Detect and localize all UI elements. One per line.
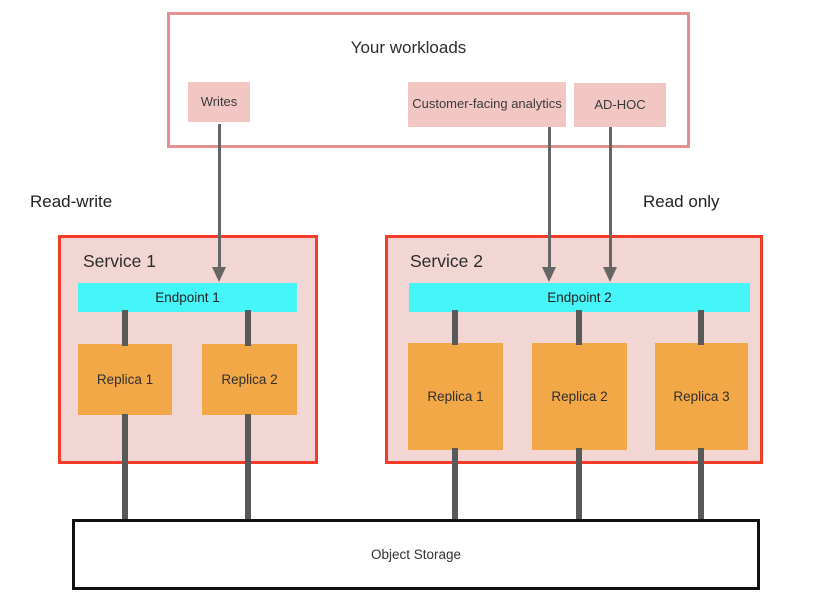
service-1-endpoint: Endpoint 1 — [78, 283, 297, 312]
service-1-replica-2: Replica 2 — [202, 344, 297, 415]
service-2-endpoint: Endpoint 2 — [409, 283, 750, 312]
read-write-label: Read-write — [30, 192, 113, 211]
arrow-analytics-to-endpoint2-line — [548, 127, 551, 269]
service-1-replica-1: Replica 1 — [78, 344, 172, 415]
read-only-label: Read only — [643, 192, 720, 211]
connector-endpoint2-replica2 — [576, 310, 582, 345]
workloads-box: Your workloads Writes Customer-facing an… — [167, 12, 690, 148]
connector-endpoint2-replica1 — [452, 310, 458, 345]
workload-chip-writes: Writes — [188, 82, 250, 122]
workload-chip-ad-hoc: AD-HOC — [574, 83, 666, 127]
arrow-adhoc-to-endpoint2-head — [603, 267, 617, 282]
object-storage-box: Object Storage — [72, 519, 760, 590]
arrow-writes-to-endpoint1-head — [212, 267, 226, 282]
service-1-box: Service 1 Endpoint 1 Replica 1 Replica 2 — [58, 235, 318, 464]
connector-s2-replica2-storage — [576, 448, 582, 522]
arrow-adhoc-to-endpoint2-line — [609, 127, 612, 269]
connector-endpoint1-replica1 — [122, 310, 128, 346]
connector-s2-replica1-storage — [452, 448, 458, 522]
arrow-writes-to-endpoint1-line — [218, 124, 221, 269]
object-storage-label: Object Storage — [370, 547, 462, 562]
arrow-analytics-to-endpoint2-head — [542, 267, 556, 282]
connector-endpoint1-replica2 — [245, 310, 251, 346]
connector-s2-replica3-storage — [698, 448, 704, 522]
service-2-title: Service 2 — [410, 251, 483, 271]
workloads-title: Your workloads — [350, 38, 467, 57]
connector-endpoint2-replica3 — [698, 310, 704, 345]
service-2-replica-2: Replica 2 — [532, 343, 627, 450]
service-2-box: Service 2 Endpoint 2 Replica 1 Replica 2… — [385, 235, 763, 464]
workload-chip-customer-facing-analytics: Customer-facing analytics — [408, 82, 566, 127]
connector-s1-replica1-storage — [122, 414, 128, 522]
service-1-title: Service 1 — [83, 251, 156, 271]
service-2-replica-1: Replica 1 — [408, 343, 503, 450]
service-2-replica-3: Replica 3 — [655, 343, 748, 450]
connector-s1-replica2-storage — [245, 414, 251, 522]
